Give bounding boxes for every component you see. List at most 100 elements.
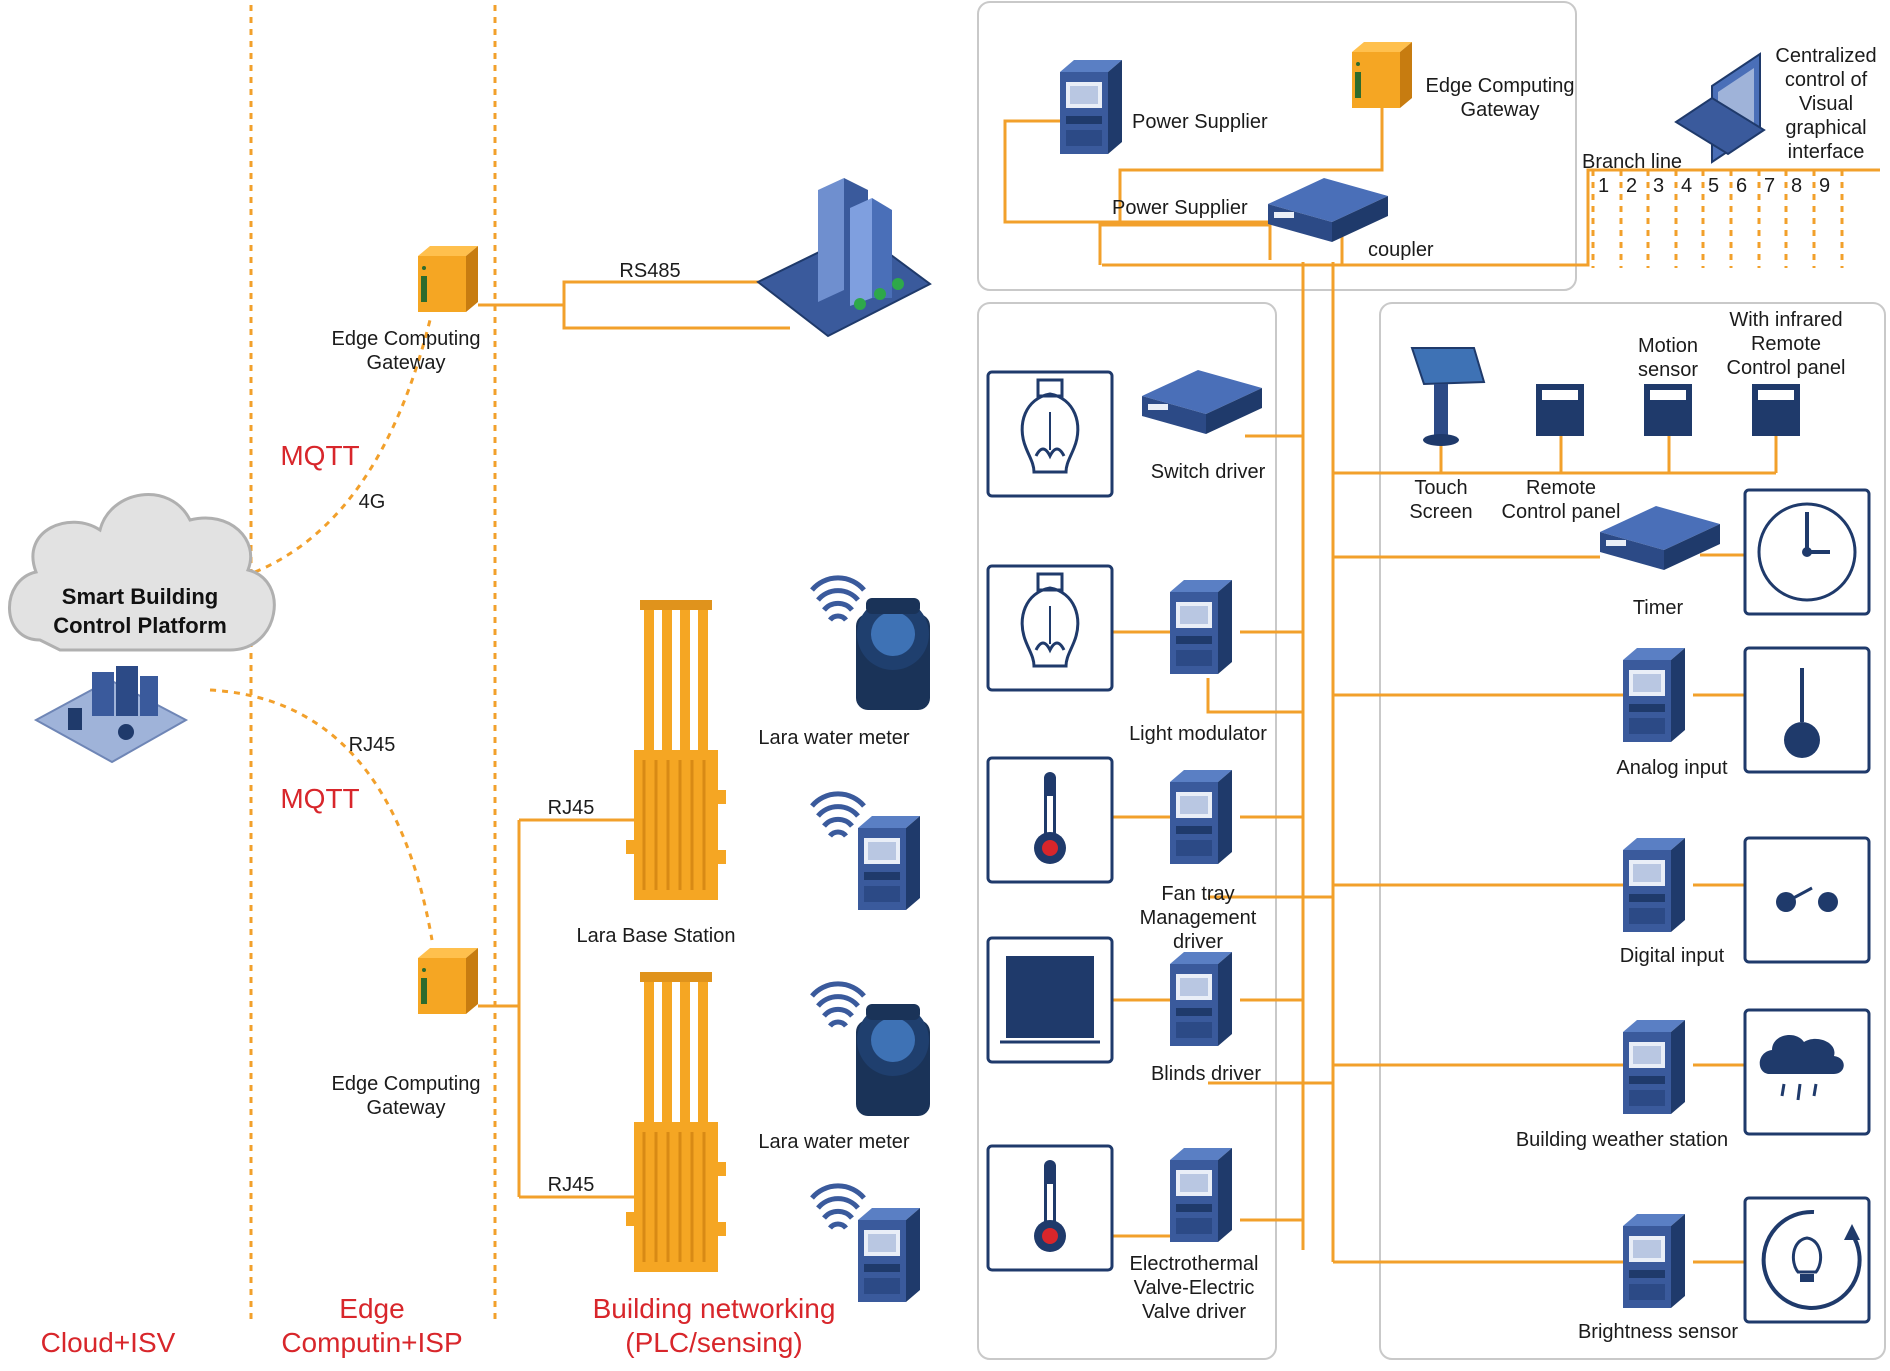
4g-label: 4G (359, 491, 386, 513)
wiring (209, 96, 1880, 1264)
water-meter-2 (856, 1004, 930, 1116)
wifi-icon (812, 984, 864, 1026)
edge-gateway-top (418, 246, 478, 312)
branch-number: 1 (1598, 175, 1609, 197)
cloud-title-line2: Control Platform (53, 613, 227, 638)
touch-screen-label-2: Screen (1409, 501, 1472, 523)
wifi-icon (812, 1186, 864, 1228)
laptop-icon (1674, 52, 1766, 164)
cloud-platform (8, 493, 276, 764)
meter-device-1 (858, 816, 920, 910)
branch-number: 5 (1708, 175, 1719, 197)
zone-label-building-1: Building networking (593, 1293, 836, 1324)
window-icon (986, 936, 1114, 1064)
weather-station-device (1623, 1020, 1685, 1114)
motion-sensor-icon (1644, 384, 1692, 436)
branch-number: 6 (1736, 175, 1747, 197)
central-label-4: graphical (1785, 117, 1866, 139)
valve-driver-label-2: Valve-Electric (1134, 1277, 1255, 1299)
light-modulator-device (1170, 580, 1232, 674)
bulb-icon (986, 564, 1114, 692)
remote-panel-label-1: Remote (1526, 477, 1596, 499)
wifi-icon (812, 794, 864, 836)
cloud-title-line1: Smart Building (62, 584, 218, 609)
lara-base-station-label: Lara Base Station (577, 925, 736, 947)
edge-gateway-top-label-2: Gateway (367, 352, 446, 374)
zone-label-cloud: Cloud+ISV (41, 1327, 176, 1358)
sensor-panel (1379, 302, 1886, 1360)
brightness-icon (1743, 1196, 1871, 1324)
digital-input-device (1623, 838, 1685, 932)
switch-driver-label: Switch driver (1151, 461, 1266, 483)
edge-gateway-panel (1352, 42, 1412, 108)
light-modulator-label: Light modulator (1129, 723, 1267, 745)
remote-panel-label-2: Control panel (1502, 501, 1621, 523)
branch-number: 9 (1819, 175, 1830, 197)
valve-driver-device (1170, 1148, 1232, 1242)
clock-icon (1743, 488, 1871, 616)
fan-driver-label-1: Fan tray (1161, 883, 1234, 905)
water-meter-1 (856, 598, 930, 710)
infrared-label-2: Remote (1751, 333, 1821, 355)
water-meter-2-label: Lara water meter (758, 1131, 910, 1153)
valve-driver-label-3: Valve driver (1142, 1301, 1246, 1323)
edge-gateway-bottom-label-1: Edge Computing (332, 1073, 481, 1095)
weather-station-label: Building weather station (1516, 1129, 1728, 1151)
power-supplier-label-1: Power Supplier (1132, 111, 1268, 133)
central-label-2: control of (1785, 69, 1868, 91)
edge-gateway-bottom-label-2: Gateway (367, 1097, 446, 1119)
lara-base-station-bottom (624, 970, 728, 1274)
mqtt-label-top: MQTT (280, 440, 359, 471)
motion-label-2: sensor (1638, 359, 1698, 381)
touch-screen-icon (1410, 347, 1486, 446)
fan-driver-device (1170, 770, 1232, 864)
branch-number: 3 (1653, 175, 1664, 197)
edge-gateway-panel-label-1: Edge Computing (1426, 75, 1575, 97)
edge-gateway-bottom (418, 948, 478, 1014)
wifi-icon (812, 578, 864, 620)
switch-driver-device (1142, 370, 1262, 434)
power-supplier-label-2: Power Supplier (1112, 197, 1248, 219)
thermometer-icon (986, 1144, 1114, 1272)
remote-panel-icon (1536, 384, 1584, 436)
analog-input-label: Analog input (1616, 757, 1728, 779)
fan-driver-label-2: Management (1140, 907, 1257, 929)
actuator-panel (977, 302, 1277, 1360)
power-supplier-device (1060, 60, 1122, 154)
lara-base-station-top (624, 598, 728, 902)
switch-contact-icon (1743, 836, 1871, 964)
thermometer-icon (986, 756, 1114, 884)
infrared-label-1: With infrared (1729, 309, 1842, 331)
touch-screen-label-1: Touch (1414, 477, 1467, 499)
branch-number: 8 (1791, 175, 1802, 197)
digital-input-label: Digital input (1620, 945, 1725, 967)
zone-label-building-2: (PLC/sensing) (625, 1327, 802, 1358)
fan-driver-label-3: driver (1173, 931, 1223, 953)
analog-gauge-icon (1743, 646, 1871, 774)
bulb-icon (986, 370, 1114, 498)
brightness-sensor-device (1623, 1214, 1685, 1308)
coupler-device (1268, 178, 1388, 242)
building-icon (756, 178, 932, 338)
meter-device-2 (858, 1208, 920, 1302)
branch-number: 2 (1626, 175, 1637, 197)
rj45-cloud-label: RJ45 (349, 734, 396, 756)
central-label-1: Centralized (1775, 45, 1876, 67)
central-label-5: interface (1788, 141, 1865, 163)
central-label-3: Visual (1799, 93, 1853, 115)
branch-number: 4 (1681, 175, 1692, 197)
rs485-label: RS485 (619, 260, 680, 282)
edge-gateway-top-label-1: Edge Computing (332, 328, 481, 350)
blinds-driver-device (1170, 952, 1232, 1046)
top-panel (977, 1, 1577, 291)
branch-line-label: Branch line (1582, 151, 1682, 173)
rj45-bottom-label: RJ45 (548, 1174, 595, 1196)
analog-input-device (1623, 648, 1685, 742)
water-meter-1-label: Lara water meter (758, 727, 910, 749)
rj45-top-label: RJ45 (548, 797, 595, 819)
blinds-driver-label: Blinds driver (1151, 1063, 1261, 1085)
timer-label: Timer (1633, 597, 1684, 619)
motion-label-1: Motion (1638, 335, 1698, 357)
rain-cloud-icon (1743, 1008, 1871, 1136)
